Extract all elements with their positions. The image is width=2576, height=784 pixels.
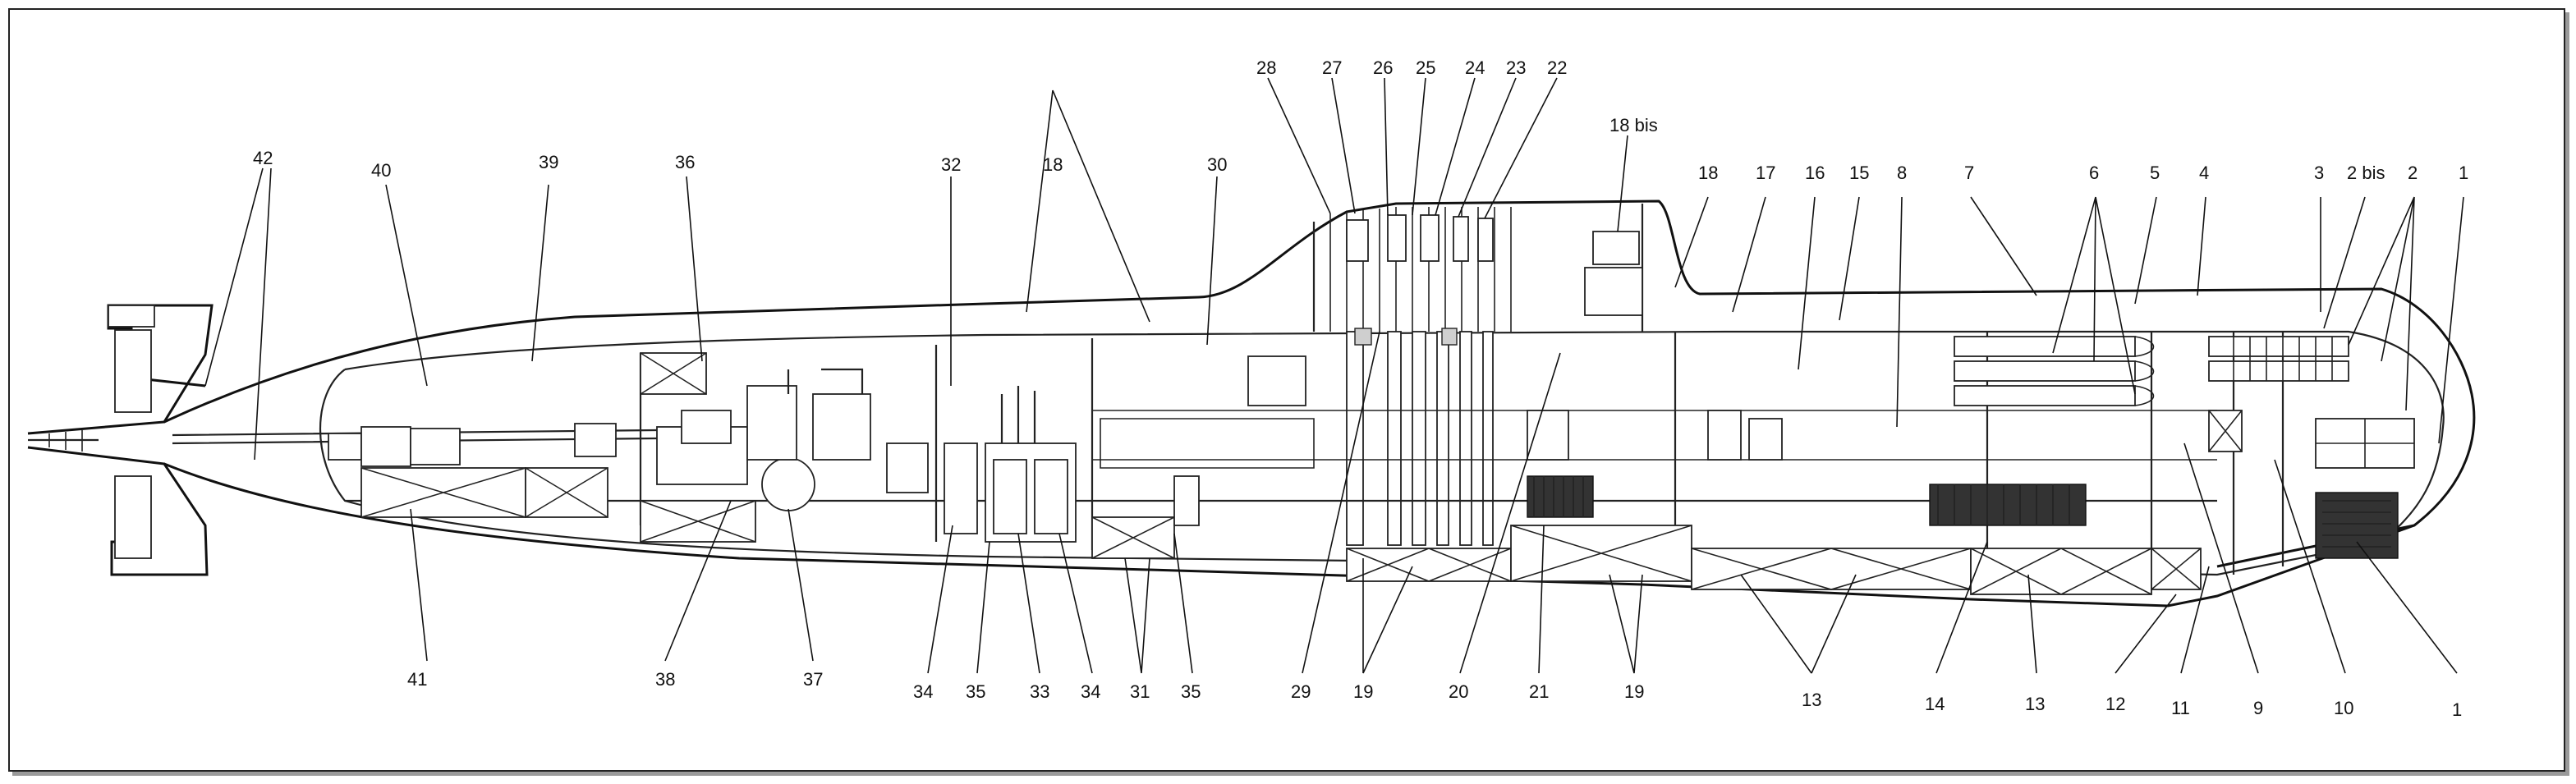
label-7: 7 bbox=[1964, 163, 1974, 183]
label-29: 29 bbox=[1291, 681, 1311, 702]
label-1-top: 1 bbox=[2459, 163, 2468, 183]
label-35-fwd: 35 bbox=[1181, 681, 1201, 702]
label-24: 24 bbox=[1465, 57, 1485, 78]
label-22: 22 bbox=[1547, 57, 1567, 78]
label-2bis: 2 bis bbox=[2347, 163, 2385, 183]
mast-tubes bbox=[1346, 328, 1494, 546]
label-26: 26 bbox=[1373, 57, 1393, 78]
stern-structure bbox=[27, 304, 214, 576]
sail-structure bbox=[1312, 204, 1644, 332]
label-15: 15 bbox=[1849, 163, 1869, 183]
ballast-tanks bbox=[1346, 525, 2202, 595]
label-11: 11 bbox=[2171, 698, 2190, 718]
label-12: 12 bbox=[2105, 694, 2125, 714]
label-35-aft: 35 bbox=[966, 681, 985, 702]
propulsion-machinery bbox=[172, 423, 658, 518]
label-27: 27 bbox=[1322, 57, 1342, 78]
label-32: 32 bbox=[941, 154, 961, 175]
label-42: 42 bbox=[253, 148, 273, 168]
label-18-fwd: 18 bbox=[1698, 163, 1718, 183]
label-38: 38 bbox=[655, 669, 675, 690]
label-3: 3 bbox=[2314, 163, 2324, 183]
label-31: 31 bbox=[1130, 681, 1150, 702]
label-4: 4 bbox=[2199, 163, 2209, 183]
callout-labels: 42 40 39 36 32 18 30 28 27 26 25 24 23 2… bbox=[253, 57, 2468, 720]
label-21: 21 bbox=[1529, 681, 1549, 702]
label-1-bottom: 1 bbox=[2452, 699, 2462, 720]
label-14: 14 bbox=[1925, 694, 1945, 714]
label-16: 16 bbox=[1805, 163, 1825, 183]
forward-compartments bbox=[1929, 336, 2415, 559]
label-23: 23 bbox=[1506, 57, 1526, 78]
label-40: 40 bbox=[371, 160, 391, 181]
label-41: 41 bbox=[407, 669, 427, 690]
label-30: 30 bbox=[1207, 154, 1227, 175]
label-10: 10 bbox=[2334, 698, 2353, 718]
label-28: 28 bbox=[1256, 57, 1276, 78]
label-17: 17 bbox=[1756, 163, 1775, 183]
engine-room bbox=[640, 352, 929, 543]
hull-outline bbox=[163, 199, 2476, 607]
label-20: 20 bbox=[1449, 681, 1468, 702]
label-13-fwd: 13 bbox=[2025, 694, 2045, 714]
label-19-fwd: 19 bbox=[1624, 681, 1644, 702]
label-8: 8 bbox=[1897, 163, 1907, 183]
label-33: 33 bbox=[1030, 681, 1049, 702]
label-13-aft: 13 bbox=[1802, 690, 1821, 710]
label-2: 2 bbox=[2408, 163, 2418, 183]
label-18bis: 18 bis bbox=[1609, 115, 1658, 135]
label-18-aft: 18 bbox=[1043, 154, 1063, 175]
label-34-fwd: 34 bbox=[1081, 681, 1100, 702]
label-36: 36 bbox=[675, 152, 695, 172]
control-room bbox=[1527, 410, 1783, 518]
label-34-aft: 34 bbox=[913, 681, 933, 702]
label-6: 6 bbox=[2089, 163, 2099, 183]
label-37: 37 bbox=[803, 669, 823, 690]
label-9: 9 bbox=[2253, 698, 2263, 718]
label-19-aft: 19 bbox=[1353, 681, 1373, 702]
leader-lines bbox=[204, 77, 2464, 674]
auxiliary-compartment bbox=[944, 355, 1315, 559]
label-39: 39 bbox=[539, 152, 558, 172]
label-25: 25 bbox=[1416, 57, 1435, 78]
label-5: 5 bbox=[2150, 163, 2160, 183]
